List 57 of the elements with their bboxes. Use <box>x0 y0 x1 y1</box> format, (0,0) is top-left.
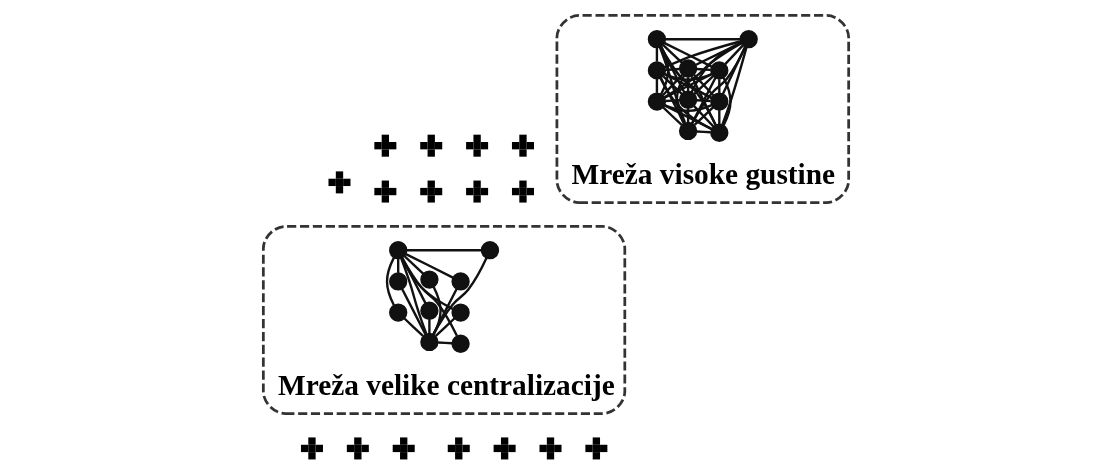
connector <box>431 257 488 335</box>
connector <box>400 257 427 304</box>
node-circle <box>419 332 439 352</box>
node-circle <box>388 272 407 291</box>
node-circle <box>388 303 407 322</box>
node-circle <box>450 334 470 353</box>
connector <box>400 257 458 337</box>
connector <box>675 75 685 125</box>
connector <box>662 44 683 64</box>
cluster: Mreža velike centralizacije <box>261 225 626 415</box>
node-circle <box>450 303 470 322</box>
node-circle <box>709 92 728 111</box>
node-circle <box>419 301 439 320</box>
connector <box>400 257 453 310</box>
connector <box>663 40 740 69</box>
node-circle <box>388 241 407 260</box>
connector <box>437 341 452 345</box>
connector <box>404 253 453 279</box>
node-circle <box>739 30 758 49</box>
connector <box>665 38 740 41</box>
connector <box>663 42 712 68</box>
connector <box>406 249 481 252</box>
connector <box>658 46 686 124</box>
node-circle <box>709 123 728 142</box>
node-circle <box>709 61 728 80</box>
connector <box>663 73 712 99</box>
connector <box>722 77 732 126</box>
node-circle <box>450 272 470 291</box>
node-circle <box>678 59 697 78</box>
node-circle <box>647 61 666 80</box>
connector <box>695 42 741 66</box>
connector <box>659 46 685 93</box>
node-circle <box>480 241 499 260</box>
connector <box>427 319 431 334</box>
connector <box>431 288 458 335</box>
connector <box>663 104 712 130</box>
connector <box>659 77 685 124</box>
node-circle <box>419 270 439 289</box>
connector <box>403 255 424 275</box>
connector <box>696 130 711 134</box>
connector <box>663 104 712 113</box>
connector <box>663 72 712 81</box>
connector <box>400 288 427 335</box>
cluster: Mreža visoke gustine <box>555 14 850 204</box>
connector <box>723 44 743 66</box>
node-circle <box>647 92 666 111</box>
node-circle <box>678 90 697 109</box>
connector <box>720 47 748 125</box>
connector <box>659 46 669 95</box>
node-circle <box>647 30 666 49</box>
connector <box>399 257 427 335</box>
connector <box>402 317 424 337</box>
connector <box>721 46 746 95</box>
connector <box>434 317 455 337</box>
connector <box>385 257 395 306</box>
node-circle <box>678 121 697 141</box>
connector <box>661 106 682 126</box>
